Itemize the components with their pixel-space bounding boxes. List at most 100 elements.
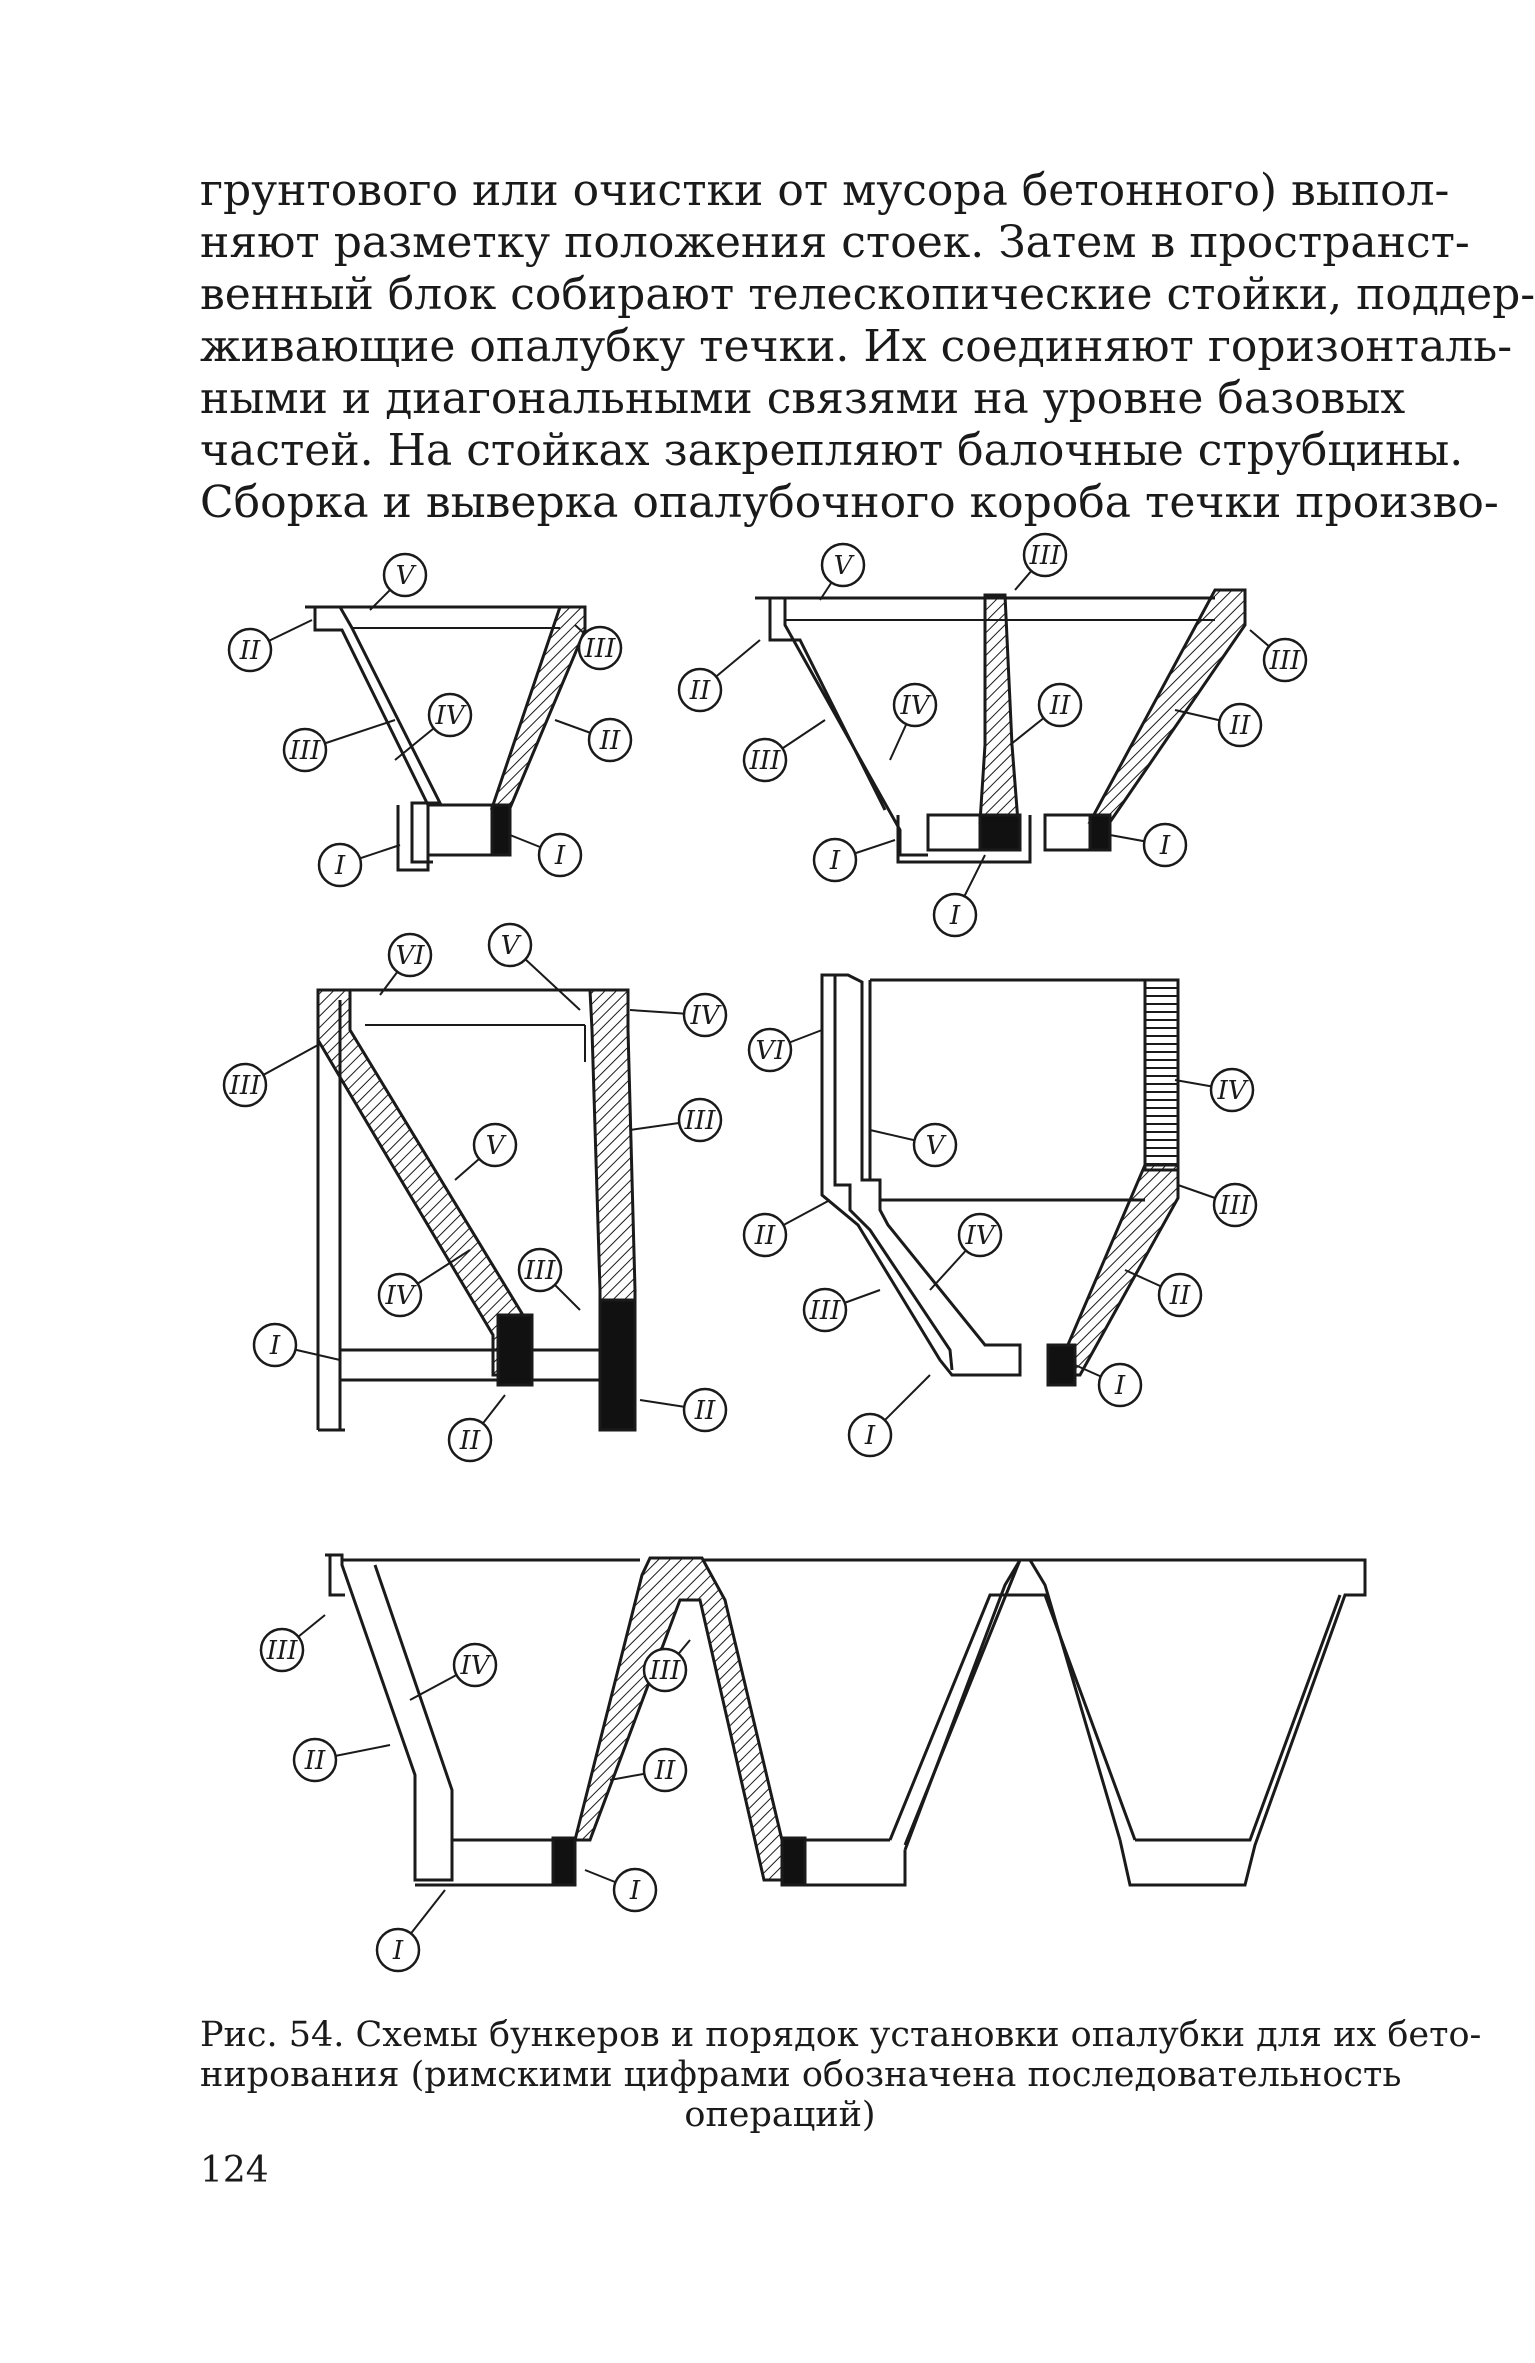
caption-line: Рис. 54. Схемы бункеров и порядок устано… [200, 2015, 1482, 2055]
label-circle [1209, 1067, 1255, 1113]
label-text: III [684, 1106, 717, 1136]
label-circle [387, 932, 433, 978]
concrete-block [1046, 1343, 1077, 1387]
concrete-block [496, 1313, 534, 1387]
bottom-outlet [926, 813, 982, 852]
formwork-outline-left [820, 973, 1022, 1377]
operation-label: II [1174, 702, 1263, 748]
label-text: III [266, 1636, 299, 1666]
label-text: V [486, 1131, 507, 1161]
label-text: III [1269, 646, 1302, 676]
body-line: венный блок собирают телескопические сто… [200, 269, 1535, 320]
label-text: II [239, 636, 261, 666]
label-circle [517, 1247, 563, 1293]
label-text: II [689, 676, 711, 706]
operation-label: IV [409, 1642, 498, 1701]
hatched-centre-post [978, 593, 1020, 824]
label-circle [812, 837, 858, 883]
label-circle [382, 552, 428, 598]
label-text: I [864, 1421, 876, 1451]
label-circle [259, 1627, 305, 1673]
label-circle [957, 1212, 1003, 1258]
label-text: III [649, 1656, 682, 1686]
operation-label: II [742, 1199, 831, 1258]
operation-label: I [847, 1374, 931, 1458]
label-text: IV [459, 1651, 491, 1681]
page-number: 124 [200, 2150, 269, 2191]
label-text: IV [434, 701, 466, 731]
label-text: I [1114, 1371, 1126, 1401]
caption-line: нирования (римскими цифрами обозначена п… [200, 2055, 1402, 2095]
operation-label: I [584, 1867, 658, 1913]
label-circle [682, 1387, 728, 1433]
label-circle [375, 1927, 421, 1973]
body-line: Сборка и выверка опалубочного короба теч… [200, 477, 1499, 528]
label-text: IV [384, 1281, 416, 1311]
operation-label: II [227, 619, 313, 673]
horizontal-hatched-panel [1143, 978, 1180, 1172]
label-circle [227, 627, 273, 673]
operation-label: III [642, 1639, 691, 1693]
body-line: грунтового или очистки от мусора бетонно… [200, 165, 1450, 216]
label-text: II [694, 1396, 716, 1426]
concrete-block [551, 1836, 577, 1887]
label-circle [642, 1647, 688, 1693]
label-circle [677, 1097, 723, 1143]
operation-label: II [677, 639, 761, 713]
label-text: II [599, 726, 621, 756]
label-circle [1037, 682, 1083, 728]
label-circle [932, 892, 978, 938]
operation-label: III [222, 1044, 319, 1108]
operation-label: IV [1174, 1067, 1255, 1113]
label-circle [577, 625, 623, 671]
label-text: I [334, 851, 346, 881]
outlet-bottom [805, 1850, 907, 1887]
figure-caption: Рис. 54. Схемы бункеров и порядок устано… [200, 2015, 1482, 2135]
concrete-block [490, 803, 512, 857]
label-text: II [1049, 691, 1071, 721]
label-text: II [1169, 1281, 1191, 1311]
label-circle [1217, 702, 1263, 748]
label-circle [587, 717, 633, 763]
label-text: III [809, 1296, 842, 1326]
label-circle [912, 1122, 958, 1168]
concrete-block [780, 1836, 807, 1887]
operation-label: V [454, 1122, 518, 1181]
partition-2-inner [888, 1593, 1137, 1841]
body-line: живающие опалубку течки. Их соединяют го… [200, 321, 1513, 372]
label-circle [282, 727, 328, 773]
operation-label: I [1074, 1362, 1143, 1408]
label-text: III [1219, 1191, 1252, 1221]
outlet-form [896, 815, 1032, 864]
operation-label: I [252, 1322, 341, 1368]
label-circle [847, 1412, 893, 1458]
partition-2-outer [903, 1558, 1122, 1851]
label-text: I [269, 1331, 281, 1361]
operation-label: VI [379, 932, 433, 996]
operation-label: III [1249, 629, 1308, 683]
hatched-partition [573, 1556, 784, 1882]
label-text: I [1159, 831, 1171, 861]
label-text: III [749, 746, 782, 776]
label-text: I [629, 1876, 641, 1906]
operation-label: V [487, 922, 581, 1011]
label-text: II [654, 1756, 676, 1786]
label-circle [677, 667, 723, 713]
label-circle [1212, 1182, 1258, 1228]
operation-label: IV [629, 992, 728, 1038]
label-circle [682, 992, 728, 1038]
operation-label: VI [747, 1027, 823, 1073]
concrete-block [1088, 813, 1112, 852]
operation-label: I [375, 1889, 446, 1973]
label-circle [892, 682, 938, 728]
operation-label: III [802, 1287, 881, 1333]
operation-label: I [932, 854, 986, 938]
operation-label: III [259, 1614, 326, 1673]
wall-outline-left [305, 605, 443, 864]
operation-label: III [282, 719, 396, 773]
label-text: V [396, 561, 417, 591]
label-circle [377, 1272, 423, 1318]
label-text: VI [755, 1036, 785, 1066]
label-text: IV [689, 1001, 721, 1031]
operation-label: II [447, 1394, 506, 1463]
